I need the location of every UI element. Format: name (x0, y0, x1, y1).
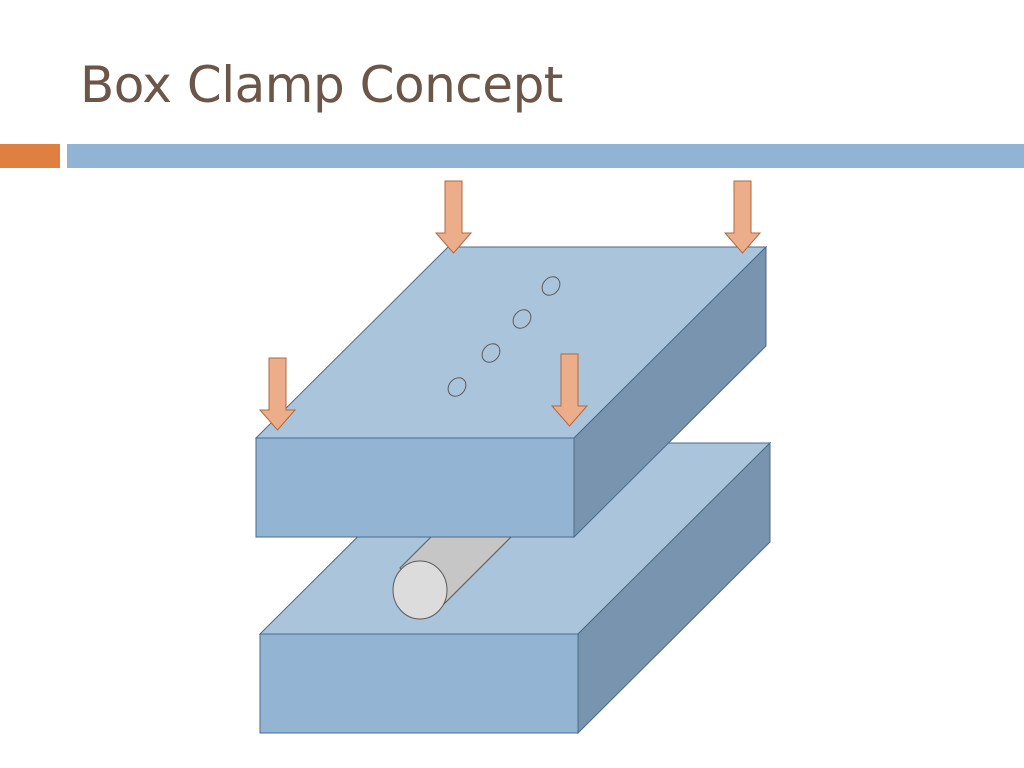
top-block (254, 245, 768, 539)
down-arrow-icon (723, 180, 762, 254)
force-arrows (258, 180, 762, 431)
hole (541, 276, 561, 296)
accent-bar-blue (67, 144, 1024, 168)
down-arrow-icon (434, 180, 473, 254)
hole (512, 309, 532, 329)
bottom-block (258, 441, 772, 735)
accent-bar-orange (0, 144, 60, 168)
top-block-front-face (255, 437, 575, 538)
down-arrow-icon (550, 353, 589, 427)
bottom-block-front-face (259, 633, 579, 734)
hole (481, 343, 501, 363)
down-arrow-icon (258, 357, 297, 431)
page-title: Box Clamp Concept (80, 56, 563, 114)
holes (447, 276, 561, 397)
rod-end-face (392, 560, 448, 620)
hole (447, 377, 467, 397)
